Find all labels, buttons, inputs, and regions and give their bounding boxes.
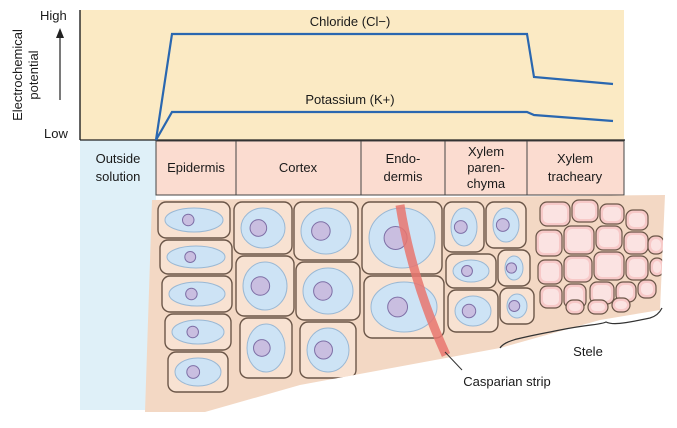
tracheary-lumen <box>615 301 627 309</box>
tracheary-lumen <box>567 229 591 251</box>
tracheary-lumen <box>597 255 621 277</box>
region-outside-line2: solution <box>96 169 141 184</box>
tracheary-lumen <box>591 303 605 311</box>
region-xylem-tracheary-line2: tracheary <box>548 169 603 184</box>
y-axis-title: Electrochemical potential <box>10 29 41 121</box>
casparian-leader-line <box>444 351 463 371</box>
nucleus <box>387 296 409 318</box>
nucleus <box>249 219 268 237</box>
y-low-label: Low <box>44 126 68 141</box>
tracheary-lumen <box>569 303 581 311</box>
graph-background <box>80 10 624 140</box>
tracheary-lumen <box>619 285 633 299</box>
nucleus <box>453 220 468 234</box>
chloride-label: Chloride (Cl−) <box>310 14 391 29</box>
tracheary-lumen <box>543 289 559 305</box>
tracheary-lumen <box>599 229 619 247</box>
nucleus <box>186 365 201 379</box>
nucleus <box>505 262 518 274</box>
nucleus <box>186 325 199 339</box>
tracheary-lumen <box>567 259 589 279</box>
tracheary-lumen <box>653 261 661 273</box>
stele-label: Stele <box>573 344 603 359</box>
tracheary-lumen <box>539 233 559 253</box>
region-epidermis-label: Epidermis <box>167 160 225 175</box>
tracheary-lumen <box>603 207 621 221</box>
region-endodermis-box <box>360 140 446 196</box>
tracheary-lumen <box>629 213 645 227</box>
potassium-line <box>155 110 614 141</box>
region-xylem-tracheary-box <box>526 140 625 196</box>
nucleus <box>461 265 473 277</box>
y-axis-label-line2: potential <box>26 50 41 99</box>
tracheary-lumen <box>651 239 661 251</box>
y-axis-arrow-head <box>56 28 64 38</box>
tracheary-lumen <box>575 203 595 219</box>
nucleus <box>253 339 271 357</box>
nucleus <box>184 251 197 263</box>
tracheary-lumen <box>629 259 645 277</box>
cell-group <box>157 199 665 393</box>
region-band <box>155 140 625 196</box>
tracheary-lumen <box>593 285 611 301</box>
nucleus <box>311 221 331 241</box>
region-outside-line1: Outside <box>96 151 141 166</box>
region-epidermis-box <box>155 140 237 196</box>
nucleus <box>185 287 198 301</box>
casparian-strip-band <box>395 204 451 357</box>
y-high-label: High <box>40 8 67 23</box>
region-cortex-label: Cortex <box>279 160 318 175</box>
nucleus <box>495 218 510 232</box>
region-xylem-parenchyma-line1: Xylem <box>468 144 504 159</box>
region-cortex-box <box>235 140 362 196</box>
outside-solution-area <box>80 140 156 410</box>
region-endodermis-line1: Endo- <box>386 151 421 166</box>
casparian-strip-label: Casparian strip <box>463 374 550 389</box>
region-xylem-parenchyma-line2: paren- <box>467 160 505 175</box>
y-axis-label-line1: Electrochemical <box>10 29 25 121</box>
tracheary-lumen <box>627 235 645 251</box>
tracheary-lumen <box>541 263 559 281</box>
stele-bracket <box>499 307 663 349</box>
potassium-label: Potassium (K+) <box>305 92 394 107</box>
region-endodermis-line2: dermis <box>383 169 423 184</box>
tracheary-lumen <box>543 205 567 223</box>
nucleus <box>313 281 333 301</box>
nucleus <box>314 340 333 360</box>
tracheary-lumen <box>641 283 653 295</box>
nucleus <box>250 276 271 296</box>
nucleus <box>181 213 195 227</box>
region-xylem-tracheary-line1: Xylem <box>557 151 593 166</box>
nucleus <box>461 303 477 319</box>
region-xylem-parenchyma-line3: chyma <box>467 176 506 191</box>
nucleus <box>508 300 521 312</box>
tissue-illustration <box>145 195 665 412</box>
chloride-line <box>154 32 614 141</box>
